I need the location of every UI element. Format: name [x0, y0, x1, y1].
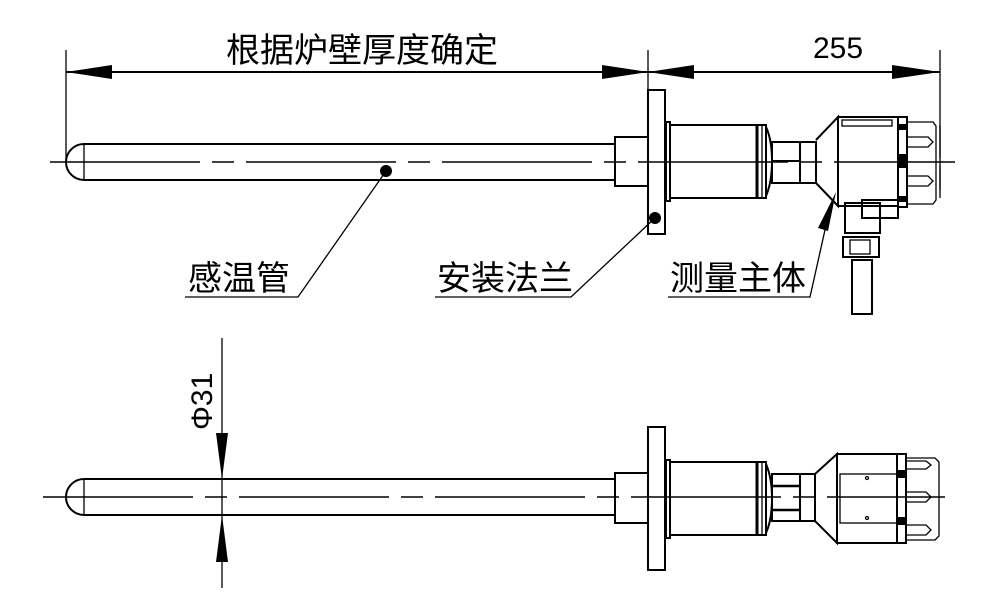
- arrowhead-left-icon: [66, 65, 112, 79]
- insertion-length-label: 根据炉壁厚度确定: [226, 31, 498, 71]
- diameter-dimension: Φ31: [186, 338, 228, 588]
- arrowhead-up-icon: [216, 515, 228, 562]
- neck: [771, 473, 816, 522]
- junction-head: [815, 114, 941, 209]
- flange-label: 安装法兰: [437, 259, 573, 299]
- top-view: 根据炉壁厚度确定 255: [50, 31, 955, 315]
- callout-tube: 感温管: [185, 165, 392, 299]
- sensing-tube: [65, 478, 615, 516]
- neck: [771, 141, 817, 184]
- arrowhead-right-icon: [602, 65, 648, 79]
- leader-arrow-icon: [818, 192, 836, 231]
- mounting-flange: [647, 426, 666, 571]
- insertion-length-dimension: 根据炉壁厚度确定: [65, 31, 649, 160]
- cable-gland: [842, 199, 899, 258]
- tube-tip: [65, 143, 85, 181]
- callout-flange: 安装法兰: [435, 212, 661, 299]
- head-length-label: 255: [813, 32, 863, 65]
- arrowhead-left-icon: [648, 65, 694, 79]
- tube-label: 感温管: [188, 259, 290, 299]
- arrowhead-down-icon: [216, 433, 228, 479]
- diameter-label: Φ31: [186, 373, 219, 430]
- junction-head: [814, 451, 940, 546]
- body-cylinder: [665, 459, 774, 539]
- arrowhead-right-icon: [892, 65, 940, 79]
- callout-body: 测量主体: [668, 192, 836, 299]
- bottom-view: Φ31: [43, 338, 945, 588]
- head-length-dimension: 255: [648, 32, 941, 190]
- nut: [614, 472, 649, 524]
- body-label: 测量主体: [670, 259, 806, 299]
- cable-spring: [851, 259, 873, 315]
- sensing-tube: [65, 143, 615, 181]
